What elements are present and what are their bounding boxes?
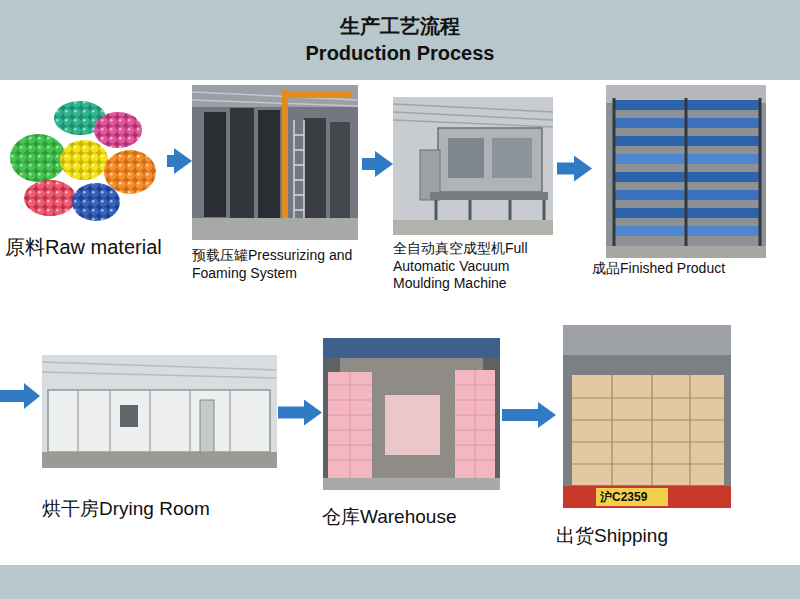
flow-arrow — [557, 163, 574, 175]
header-band — [0, 0, 800, 80]
process-step: 预载压罐Pressurizing and Foaming System — [192, 85, 362, 282]
step-caption: 出货Shipping — [556, 524, 738, 548]
tank-photo — [192, 85, 358, 240]
diagram-title: 生产工艺流程 Production Process — [292, 13, 508, 67]
step-caption: 仓库Warehouse — [322, 505, 502, 529]
plate-number: 沪C2359 — [600, 489, 647, 506]
container-photo — [563, 325, 731, 508]
process-step: 出货Shipping — [556, 325, 738, 548]
step-caption: 全自动真空成型机Full Automatic Vacuum Moulding M… — [393, 240, 557, 293]
process-step: 原料Raw material — [5, 95, 167, 260]
warehouse-photo — [323, 338, 500, 490]
flow-arrow — [278, 407, 304, 419]
pellet-photo — [5, 95, 160, 225]
flow-arrow — [362, 158, 375, 170]
flow-arrow — [167, 155, 174, 167]
rack-photo — [606, 85, 766, 258]
step-caption: 成品Finished Product — [592, 260, 772, 278]
machine-photo — [393, 97, 553, 235]
flow-arrow-stub — [0, 383, 40, 409]
process-step: 仓库Warehouse — [322, 338, 502, 529]
footer-band — [0, 565, 800, 599]
drying-room-photo — [42, 355, 277, 468]
process-step: 成品Finished Product — [592, 85, 772, 278]
flow-arrow — [502, 409, 538, 421]
step-caption: 烘干房Drying Room — [42, 497, 278, 521]
process-step: 全自动真空成型机Full Automatic Vacuum Moulding M… — [393, 97, 557, 293]
process-step: 烘干房Drying Room — [42, 355, 278, 521]
step-caption: 预载压罐Pressurizing and Foaming System — [192, 247, 362, 282]
step-caption: 原料Raw material — [5, 235, 167, 260]
